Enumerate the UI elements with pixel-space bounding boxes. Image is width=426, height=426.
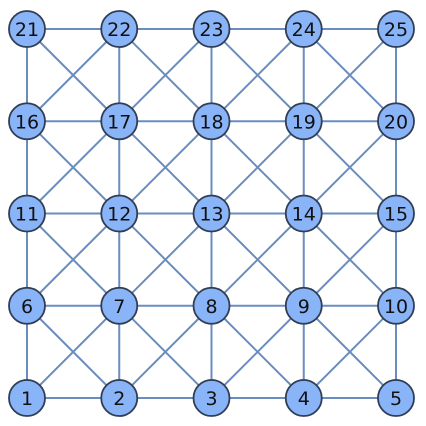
node-label: 19 — [292, 111, 316, 133]
node-label: 21 — [15, 19, 39, 41]
node-circle — [377, 102, 415, 141]
edge-17-21 — [26, 28, 121, 123]
node-circle — [8, 286, 46, 325]
edge-14-18 — [210, 120, 305, 215]
node-label: 3 — [205, 388, 217, 410]
node-label: 18 — [199, 111, 223, 133]
edge-19-23 — [210, 28, 305, 123]
node-22: 22 — [100, 10, 139, 48]
node-3: 3 — [192, 379, 231, 417]
node-11: 11 — [8, 194, 46, 233]
node-circle — [284, 10, 323, 48]
node-label: 1 — [21, 388, 33, 410]
node-label: 15 — [384, 204, 408, 226]
node-circle — [8, 379, 46, 417]
node-label: 10 — [384, 296, 408, 318]
node-label: 2 — [113, 388, 125, 410]
edge-4-8 — [210, 304, 305, 399]
node-label: 24 — [292, 19, 316, 41]
node-label: 17 — [107, 111, 131, 133]
node-circle — [100, 102, 139, 141]
node-circle — [100, 194, 139, 233]
node-label: 8 — [205, 296, 217, 318]
node-16: 16 — [8, 102, 46, 141]
node-circle — [8, 102, 46, 141]
node-circle — [377, 10, 415, 48]
node-label: 7 — [113, 296, 125, 318]
node-circle — [8, 194, 46, 233]
node-circle — [377, 286, 415, 325]
edge-9-13 — [210, 212, 305, 307]
edge-2-6 — [26, 304, 121, 399]
node-label: 9 — [298, 296, 310, 318]
node-circle — [284, 286, 323, 325]
node-20: 20 — [377, 102, 415, 141]
node-circle — [284, 102, 323, 141]
node-circle — [100, 10, 139, 48]
node-circle — [8, 10, 46, 48]
node-label: 14 — [292, 204, 316, 226]
node-4: 4 — [284, 379, 323, 417]
edge-7-11 — [26, 212, 121, 307]
node-label: 5 — [390, 388, 402, 410]
node-7: 7 — [100, 286, 139, 325]
node-10: 10 — [377, 286, 415, 325]
node-6: 6 — [8, 286, 46, 325]
node-circle — [284, 194, 323, 233]
node-circle — [192, 286, 231, 325]
node-18: 18 — [192, 102, 231, 141]
node-12: 12 — [100, 194, 139, 233]
edge-12-16 — [26, 120, 121, 215]
node-23: 23 — [192, 10, 231, 48]
node-24: 24 — [284, 10, 323, 48]
node-circle — [192, 102, 231, 141]
node-circle — [192, 379, 231, 417]
node-17: 17 — [100, 102, 139, 141]
node-circle — [377, 379, 415, 417]
node-circle — [100, 286, 139, 325]
node-circle — [377, 194, 415, 233]
node-label: 22 — [107, 19, 131, 41]
node-2: 2 — [100, 379, 139, 417]
node-1: 1 — [8, 379, 46, 417]
node-label: 25 — [384, 19, 408, 41]
node-label: 6 — [21, 296, 33, 318]
edge-18-22 — [118, 28, 213, 123]
edge-13-17 — [118, 120, 213, 215]
node-9: 9 — [284, 286, 323, 325]
node-8: 8 — [192, 286, 231, 325]
edge-3-7 — [118, 304, 213, 399]
node-label: 20 — [384, 111, 408, 133]
node-circle — [100, 379, 139, 417]
node-label: 12 — [107, 204, 131, 226]
node-21: 21 — [8, 10, 46, 48]
node-label: 16 — [15, 111, 39, 133]
node-15: 15 — [377, 194, 415, 233]
node-19: 19 — [284, 102, 323, 141]
edge-15-19 — [302, 120, 397, 215]
node-label: 13 — [199, 204, 223, 226]
node-25: 25 — [377, 10, 415, 48]
node-circle — [192, 194, 231, 233]
node-label: 4 — [298, 388, 310, 410]
node-label: 11 — [15, 204, 39, 226]
edge-5-9 — [302, 304, 397, 399]
node-label: 23 — [199, 19, 223, 41]
edge-20-24 — [302, 28, 397, 123]
node-circle — [284, 379, 323, 417]
edge-10-14 — [302, 212, 397, 307]
node-circle — [192, 10, 231, 48]
node-13: 13 — [192, 194, 231, 233]
node-5: 5 — [377, 379, 415, 417]
node-14: 14 — [284, 194, 323, 233]
edge-8-12 — [118, 212, 213, 307]
